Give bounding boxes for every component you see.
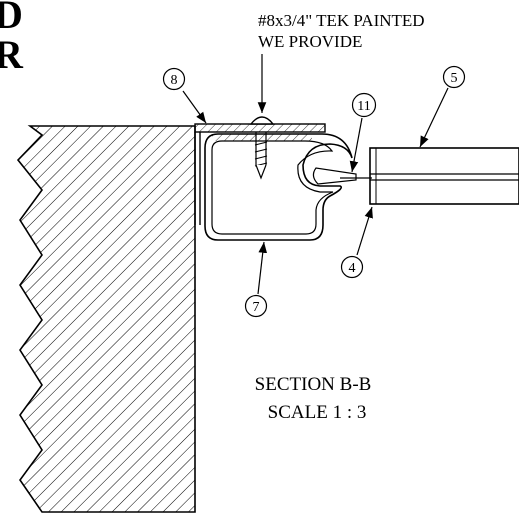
wall-section [16, 125, 196, 513]
balloon-5-label: 5 [451, 71, 458, 86]
extrusion-channel [204, 133, 353, 241]
section-title: SECTION B-B [255, 374, 372, 395]
callout-line2: WE PROVIDE [258, 32, 362, 51]
gasket-fin [312, 167, 357, 185]
leader-lines [182, 54, 449, 295]
balloon-4: 4 [340, 255, 364, 279]
header-fragment-line2: R [0, 32, 24, 77]
balloon-5: 5 [442, 65, 466, 89]
callout-line1: #8x3/4" TEK PAINTED [258, 11, 425, 30]
top-plate [194, 123, 326, 225]
balloon-11-label: 11 [357, 99, 370, 114]
panel [340, 147, 519, 205]
header-fragment-line1: D [0, 0, 23, 37]
balloon-7-label: 7 [253, 300, 260, 315]
balloon-11: 11 [351, 92, 377, 118]
balloon-8-label: 8 [171, 73, 178, 88]
tek-screw [249, 116, 275, 180]
balloon-4-label: 4 [349, 261, 356, 276]
balloon-7: 7 [244, 294, 268, 318]
section-scale: SCALE 1 : 3 [268, 402, 367, 423]
balloon-8: 8 [162, 67, 186, 91]
